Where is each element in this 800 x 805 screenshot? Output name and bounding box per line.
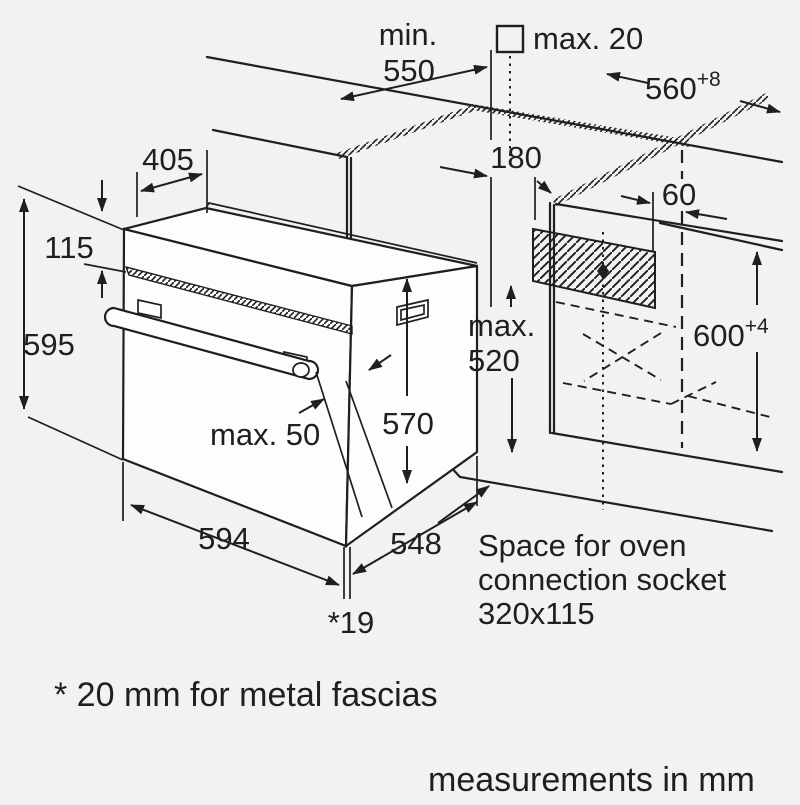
handle-bracket-left xyxy=(137,298,162,320)
oven-side-face xyxy=(344,264,479,549)
ext-door-plane xyxy=(345,380,393,509)
socket-note-line-3: 320x115 xyxy=(478,596,595,631)
dim-max50-lower-arrow xyxy=(298,398,325,414)
dim-cavity-height-label: 570 xyxy=(382,406,434,441)
dim-min-550-label: 550 xyxy=(383,53,435,88)
units-note: measurements in mm xyxy=(428,761,755,799)
dim-niche-height-label: 600+4 xyxy=(693,315,769,353)
socket-center-marker xyxy=(597,263,609,279)
dim-oven-width-label: 594 xyxy=(198,521,250,556)
dim-594-line xyxy=(130,504,340,586)
oven-drawing xyxy=(103,202,479,549)
socket-area-hatch xyxy=(532,227,656,310)
ext-handle-plane xyxy=(315,371,363,518)
ext-oven-top-left xyxy=(17,185,125,231)
dim-min-550-line xyxy=(340,64,488,102)
dim-60-left-arrow xyxy=(620,195,651,205)
dim-socket-max-label-2: 520 xyxy=(468,343,520,378)
niche-hidden-line-4 xyxy=(562,382,672,405)
oven-handle xyxy=(103,306,320,381)
notes: Space for oven connection socket 320x115… xyxy=(54,528,755,799)
dim-niche-width-label: 560+8 xyxy=(645,68,721,106)
cabinet-left-post xyxy=(345,155,353,243)
dim-min-prefix-label: min. xyxy=(379,17,438,52)
dim-socket-max-label-1: max. xyxy=(468,308,535,343)
worktop-drawing xyxy=(205,55,784,243)
cabinet-bottom-front-edge xyxy=(446,462,774,533)
ext-oven-bottom-left xyxy=(27,416,124,461)
dim-max50-upper-arrow xyxy=(368,354,392,371)
footnote: * 20 mm for metal fascias xyxy=(54,676,438,714)
ext-panel-bottom xyxy=(83,263,127,273)
dim-socket-offset-label: 180 xyxy=(490,140,542,175)
dim-panel-height-label: 115 xyxy=(44,230,93,265)
reference-lines xyxy=(17,50,536,599)
socket-note-line-2: connection socket xyxy=(478,562,727,597)
dim-wall-gap-label: max. 20 xyxy=(533,21,643,56)
dim-180-right-arrow xyxy=(536,180,552,194)
socket-note-leader-arrow xyxy=(437,485,490,524)
dim-handle-clearance-label: max. 50 xyxy=(210,417,320,452)
niche-hidden-line-5 xyxy=(670,381,717,405)
niche-hidden-line-1 xyxy=(555,301,677,328)
dim-oven-height-label: 595 xyxy=(23,327,75,362)
niche-drawing xyxy=(446,56,784,533)
dim-panel-depth-label: 405 xyxy=(142,142,194,177)
worktop-cut-band-middle xyxy=(472,104,690,147)
dim-560-left-arrow xyxy=(606,71,649,84)
dim-niche-height-tolerance: +4 xyxy=(745,315,769,338)
dim-560-right-arrow xyxy=(739,100,781,114)
wall-clearance-square-icon xyxy=(495,24,525,54)
worktop-front-left-edge xyxy=(211,128,349,159)
dim-fascia-label: *19 xyxy=(328,605,375,640)
dimension-labels: min. 550 max. 20 560+8 405 115 595 max. … xyxy=(23,17,769,640)
handle-end-cap xyxy=(292,362,310,378)
control-panel-band xyxy=(124,265,353,335)
niche-hidden-line-3 xyxy=(583,332,662,382)
dim-548-line xyxy=(352,501,478,575)
worktop-cut-band-left xyxy=(337,105,474,159)
dim-60-right-arrow xyxy=(685,209,728,220)
dim-niche-height-value: 600 xyxy=(693,318,745,353)
dim-niche-width-tolerance: +8 xyxy=(697,68,721,91)
socket-note-line-1: Space for oven xyxy=(478,528,687,563)
dim-180-left-arrow xyxy=(439,166,488,179)
niche-top-right-edge xyxy=(658,221,784,252)
niche-floor-front-edge xyxy=(550,431,784,474)
dim-405-line xyxy=(140,172,203,193)
dim-oven-depth-label: 548 xyxy=(390,526,442,561)
oven-side-vent xyxy=(396,298,429,327)
dim-socket-side-gap-label: 60 xyxy=(662,177,696,212)
niche-top-front-band xyxy=(552,93,770,206)
dimension-lines xyxy=(19,64,781,586)
niche-top-rear-edge xyxy=(554,202,784,243)
dim-niche-width-value: 560 xyxy=(645,71,697,106)
